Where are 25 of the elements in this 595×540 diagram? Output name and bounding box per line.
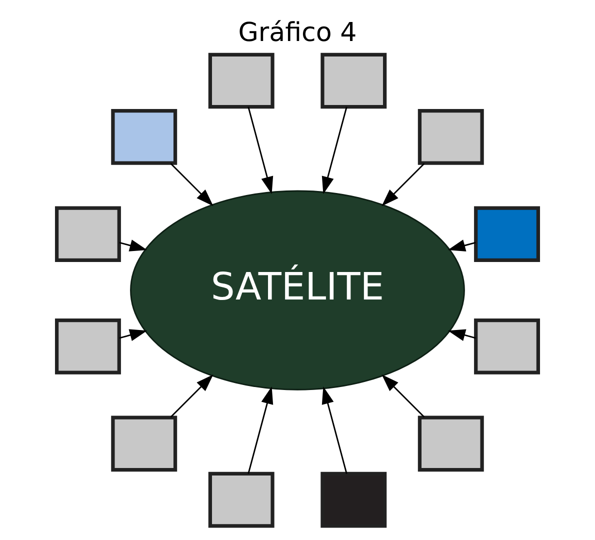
arrow bbox=[248, 106, 274, 194]
arrow bbox=[448, 329, 476, 341]
arrow bbox=[382, 374, 425, 418]
arrow bbox=[322, 106, 348, 194]
node-box bbox=[111, 109, 178, 165]
arrow bbox=[170, 163, 214, 206]
arrow bbox=[248, 386, 274, 474]
node-box bbox=[320, 472, 387, 528]
arrow bbox=[448, 240, 476, 252]
arrow bbox=[382, 163, 425, 206]
arrow bbox=[322, 386, 348, 474]
node-box bbox=[111, 416, 178, 472]
node-box bbox=[474, 206, 540, 262]
node-box bbox=[54, 206, 121, 262]
node-box bbox=[208, 52, 274, 109]
node-box bbox=[418, 109, 484, 165]
diagram-title: Gráfico 4 bbox=[238, 18, 357, 48]
arrow bbox=[170, 374, 214, 418]
node-box bbox=[208, 472, 274, 528]
node-box bbox=[418, 416, 484, 472]
node-box bbox=[474, 318, 540, 374]
node-box bbox=[320, 52, 387, 109]
arrow bbox=[119, 329, 148, 341]
node-box bbox=[54, 318, 121, 374]
arrow bbox=[119, 240, 148, 252]
